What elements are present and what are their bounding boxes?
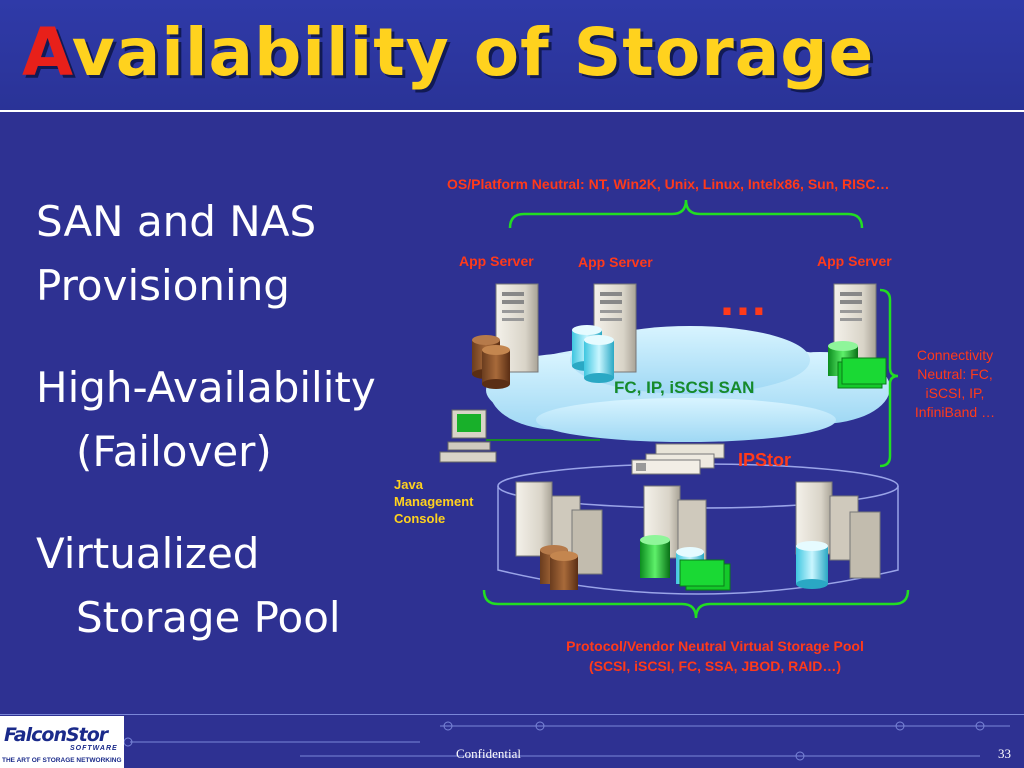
falconstor-logo: [0, 716, 124, 768]
title-rest: vailability of Storage: [71, 14, 875, 91]
storage-pool-label: Protocol/Vendor Neutral Virtual Storage …: [520, 636, 910, 676]
bullet-2-line1: High-Availability: [36, 363, 376, 412]
logo-tagline: THE ART OF STORAGE NETWORKING: [2, 757, 122, 764]
connectivity-label: Connectivity Neutral: FC, iSCSI, IP, Inf…: [914, 347, 996, 420]
java-console-label-line3: Console: [394, 511, 446, 526]
storage-pool-label-line1: Protocol/Vendor Neutral Virtual Storage …: [566, 638, 864, 654]
app-server-label-3: App Server: [817, 253, 892, 269]
platform-neutral-label: OS/Platform Neutral: NT, Win2K, Unix, Li…: [447, 176, 890, 192]
slide-title: Availability of Storage: [22, 14, 874, 91]
pool-disk-green: [640, 535, 731, 591]
storage-pool-label-line2: (SCSI, iSCSI, FC, SSA, JBOD, RAID…): [588, 658, 842, 674]
ipstor-label: IPStor: [738, 450, 792, 470]
bullet-2-line2: (Failover): [76, 427, 272, 476]
more-servers-ellipsis: …: [718, 270, 772, 326]
title-bar: [0, 0, 1024, 112]
java-console-label-line2: Management: [394, 494, 474, 509]
pool-disk-cyan: [796, 541, 828, 589]
disk-brown-1: [472, 335, 510, 389]
disk-cyan-1: [572, 325, 614, 383]
footer-divider: [0, 714, 1024, 715]
page-number: 33: [998, 746, 1011, 761]
app-server-label-2: App Server: [578, 254, 653, 270]
ipstor-appliance: [631, 443, 725, 475]
right-brace: [879, 288, 899, 468]
app-server-1: [495, 283, 539, 373]
title-first-letter: A: [22, 14, 72, 91]
bullet-3-line1: Virtualized: [36, 529, 260, 578]
management-console-icon: [439, 409, 600, 463]
bullet-list: SAN and NAS Provisioning High-Availabili…: [36, 190, 376, 650]
top-brace: [508, 199, 864, 229]
app-server-label-1: App Server: [459, 253, 534, 269]
logo-subtext: SOFTWARE: [70, 745, 118, 752]
san-label: FC, IP, iSCSI SAN: [614, 378, 755, 397]
confidential-label: Confidential: [456, 746, 521, 761]
storage-rack-3: [795, 481, 881, 579]
bullet-3-line2: Storage Pool: [76, 593, 341, 642]
pool-disk-brown: [540, 545, 578, 590]
bullet-1-line1: SAN and NAS: [36, 197, 317, 246]
footer-circuit-decoration: [123, 721, 1010, 761]
logo-text: FalconStor: [4, 724, 108, 746]
java-console-label: Java Management Console: [394, 476, 473, 527]
disk-green-1: [828, 341, 887, 389]
java-console-label-line1: Java: [394, 477, 423, 492]
bottom-brace: [482, 589, 910, 619]
bullet-1-line2: Provisioning: [36, 261, 290, 310]
